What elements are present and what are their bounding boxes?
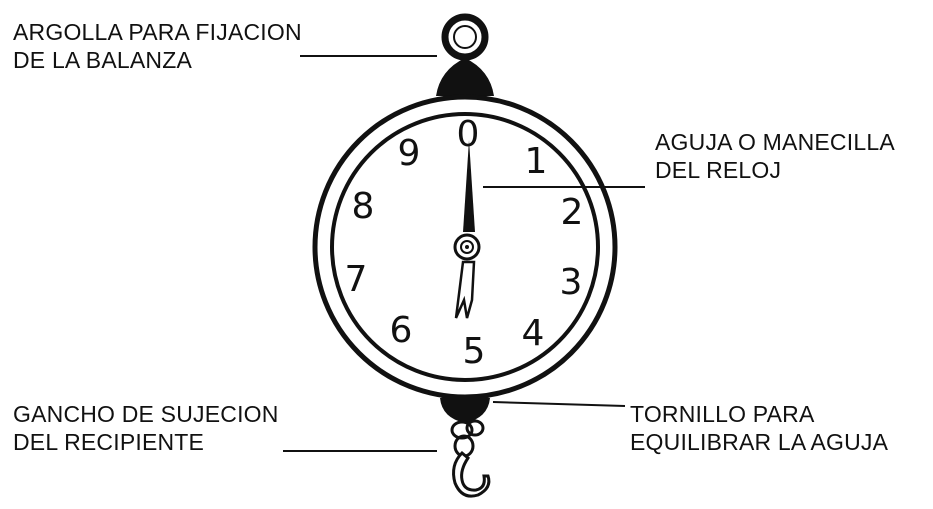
dial-number-2: 2 (561, 192, 584, 233)
ring-label-line-1: ARGOLLA PARA FIJACION (13, 19, 302, 45)
dial-number-7: 7 (345, 259, 368, 300)
needle-label: AGUJA O MANECILLA DEL RELOJ (655, 128, 895, 184)
leader-lines (283, 55, 645, 452)
hook-label-line-2: DEL RECIPIENTE (13, 429, 205, 455)
dial-number-6: 6 (390, 310, 413, 351)
dial-number-9: 9 (398, 133, 421, 174)
hook-label: GANCHO DE SUJECION DEL RECIPIENTE (13, 400, 279, 456)
hanging-ring (441, 13, 489, 61)
screw-label: TORNILLO PARA EQUILIBRAR LA AGUJA (630, 400, 888, 456)
ring-label-line-2: DE LA BALANZA (13, 47, 193, 73)
dial-number-5: 5 (463, 331, 486, 372)
top-cap (436, 58, 494, 96)
chain-links (450, 419, 485, 458)
screw-label-line-2: EQUILIBRAR LA AGUJA (630, 429, 889, 455)
screw-label-line-1: TORNILLO PARA (630, 401, 815, 427)
hook-label-line-1: GANCHO DE SUJECION (13, 401, 279, 427)
screw-leader-line (492, 401, 626, 407)
dial-number-4: 4 (522, 313, 545, 354)
bottom-cap (440, 395, 490, 423)
dial-number-0: 0 (457, 114, 480, 155)
dial-numbers: 0 1 2 3 4 5 6 7 8 9 (345, 114, 584, 372)
dial-number-3: 3 (560, 262, 583, 303)
needle (453, 140, 481, 319)
needle-label-line-2: DEL RELOJ (655, 157, 782, 183)
ring-label: ARGOLLA PARA FIJACION DE LA BALANZA (13, 18, 302, 74)
dial-number-1: 1 (525, 141, 548, 182)
needle-label-line-1: AGUJA O MANECILLA (655, 129, 895, 155)
dial-number-8: 8 (352, 186, 375, 227)
hook (452, 450, 491, 498)
